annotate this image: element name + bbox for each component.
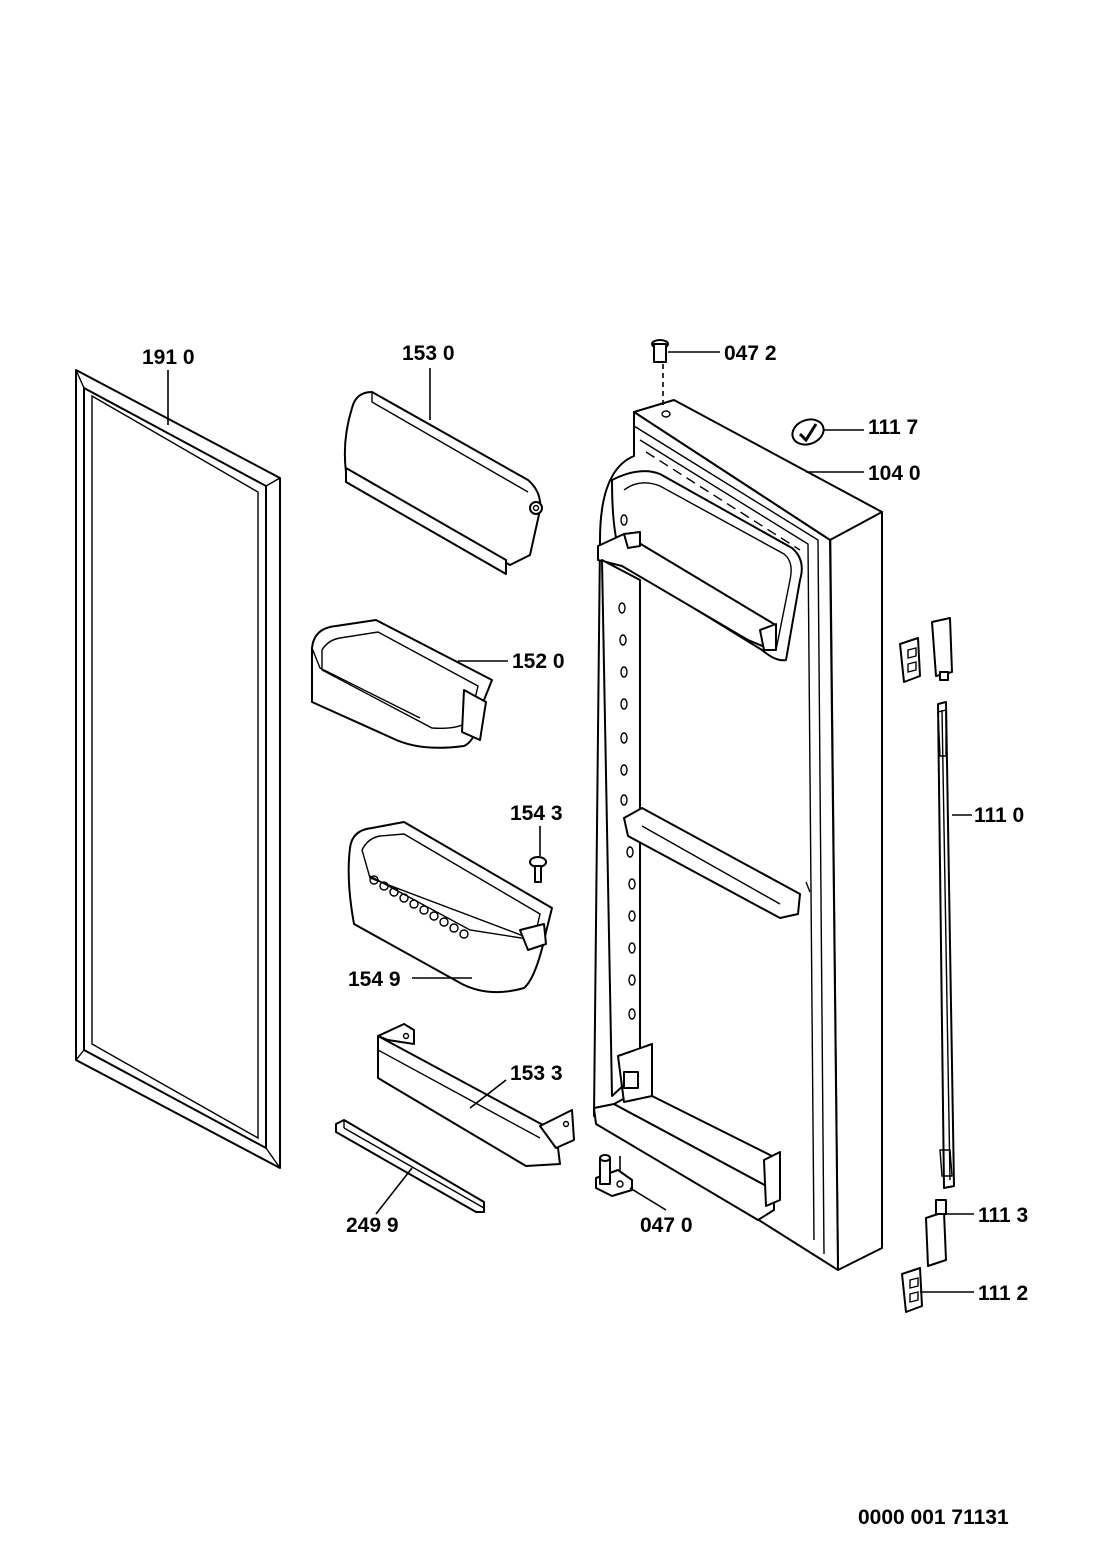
label-104-0: 104 0 <box>868 462 921 485</box>
label-111-7: 111 7 <box>868 416 918 439</box>
label-111-0: 111 0 <box>974 804 1024 827</box>
document-number: 0000 001 71131 <box>858 1506 1009 1529</box>
label-111-2: 111 2 <box>978 1282 1028 1305</box>
label-191-0: 191 0 <box>142 346 195 369</box>
leader-249-9 <box>375 1167 413 1215</box>
handle-rail <box>937 701 955 1189</box>
label-154-9: 154 9 <box>348 968 401 991</box>
label-152-0: 152 0 <box>512 650 565 673</box>
leader-153-3 <box>469 1079 507 1109</box>
logo-badge <box>791 418 825 446</box>
handle-clip-upper <box>899 637 921 683</box>
label-154-3: 154 3 <box>510 802 563 825</box>
hinge-pin-bottom <box>595 1154 633 1197</box>
door-gasket <box>75 369 281 1169</box>
label-249-9: 249 9 <box>346 1214 399 1237</box>
bottle-shelf <box>347 821 553 994</box>
bottle-guard <box>377 1023 575 1167</box>
handle-end-cap-upper <box>931 617 953 681</box>
label-047-2: 047 2 <box>724 342 777 365</box>
leader-047-0 <box>629 1187 667 1211</box>
label-153-0: 153 0 <box>402 342 455 365</box>
bar-strip <box>335 1119 485 1213</box>
hinge-pin-top <box>651 339 669 363</box>
label-047-0: 047 0 <box>640 1214 693 1237</box>
dairy-compartment-cover <box>343 391 543 575</box>
handle-clip-lower <box>901 1267 923 1313</box>
screw-part <box>529 856 547 883</box>
label-153-3: 153 3 <box>510 1062 563 1085</box>
door-assembly <box>593 399 883 1271</box>
handle-end-cap-lower <box>925 1199 947 1267</box>
door-shelf-upper <box>311 619 493 749</box>
label-111-3: 111 3 <box>978 1204 1028 1227</box>
